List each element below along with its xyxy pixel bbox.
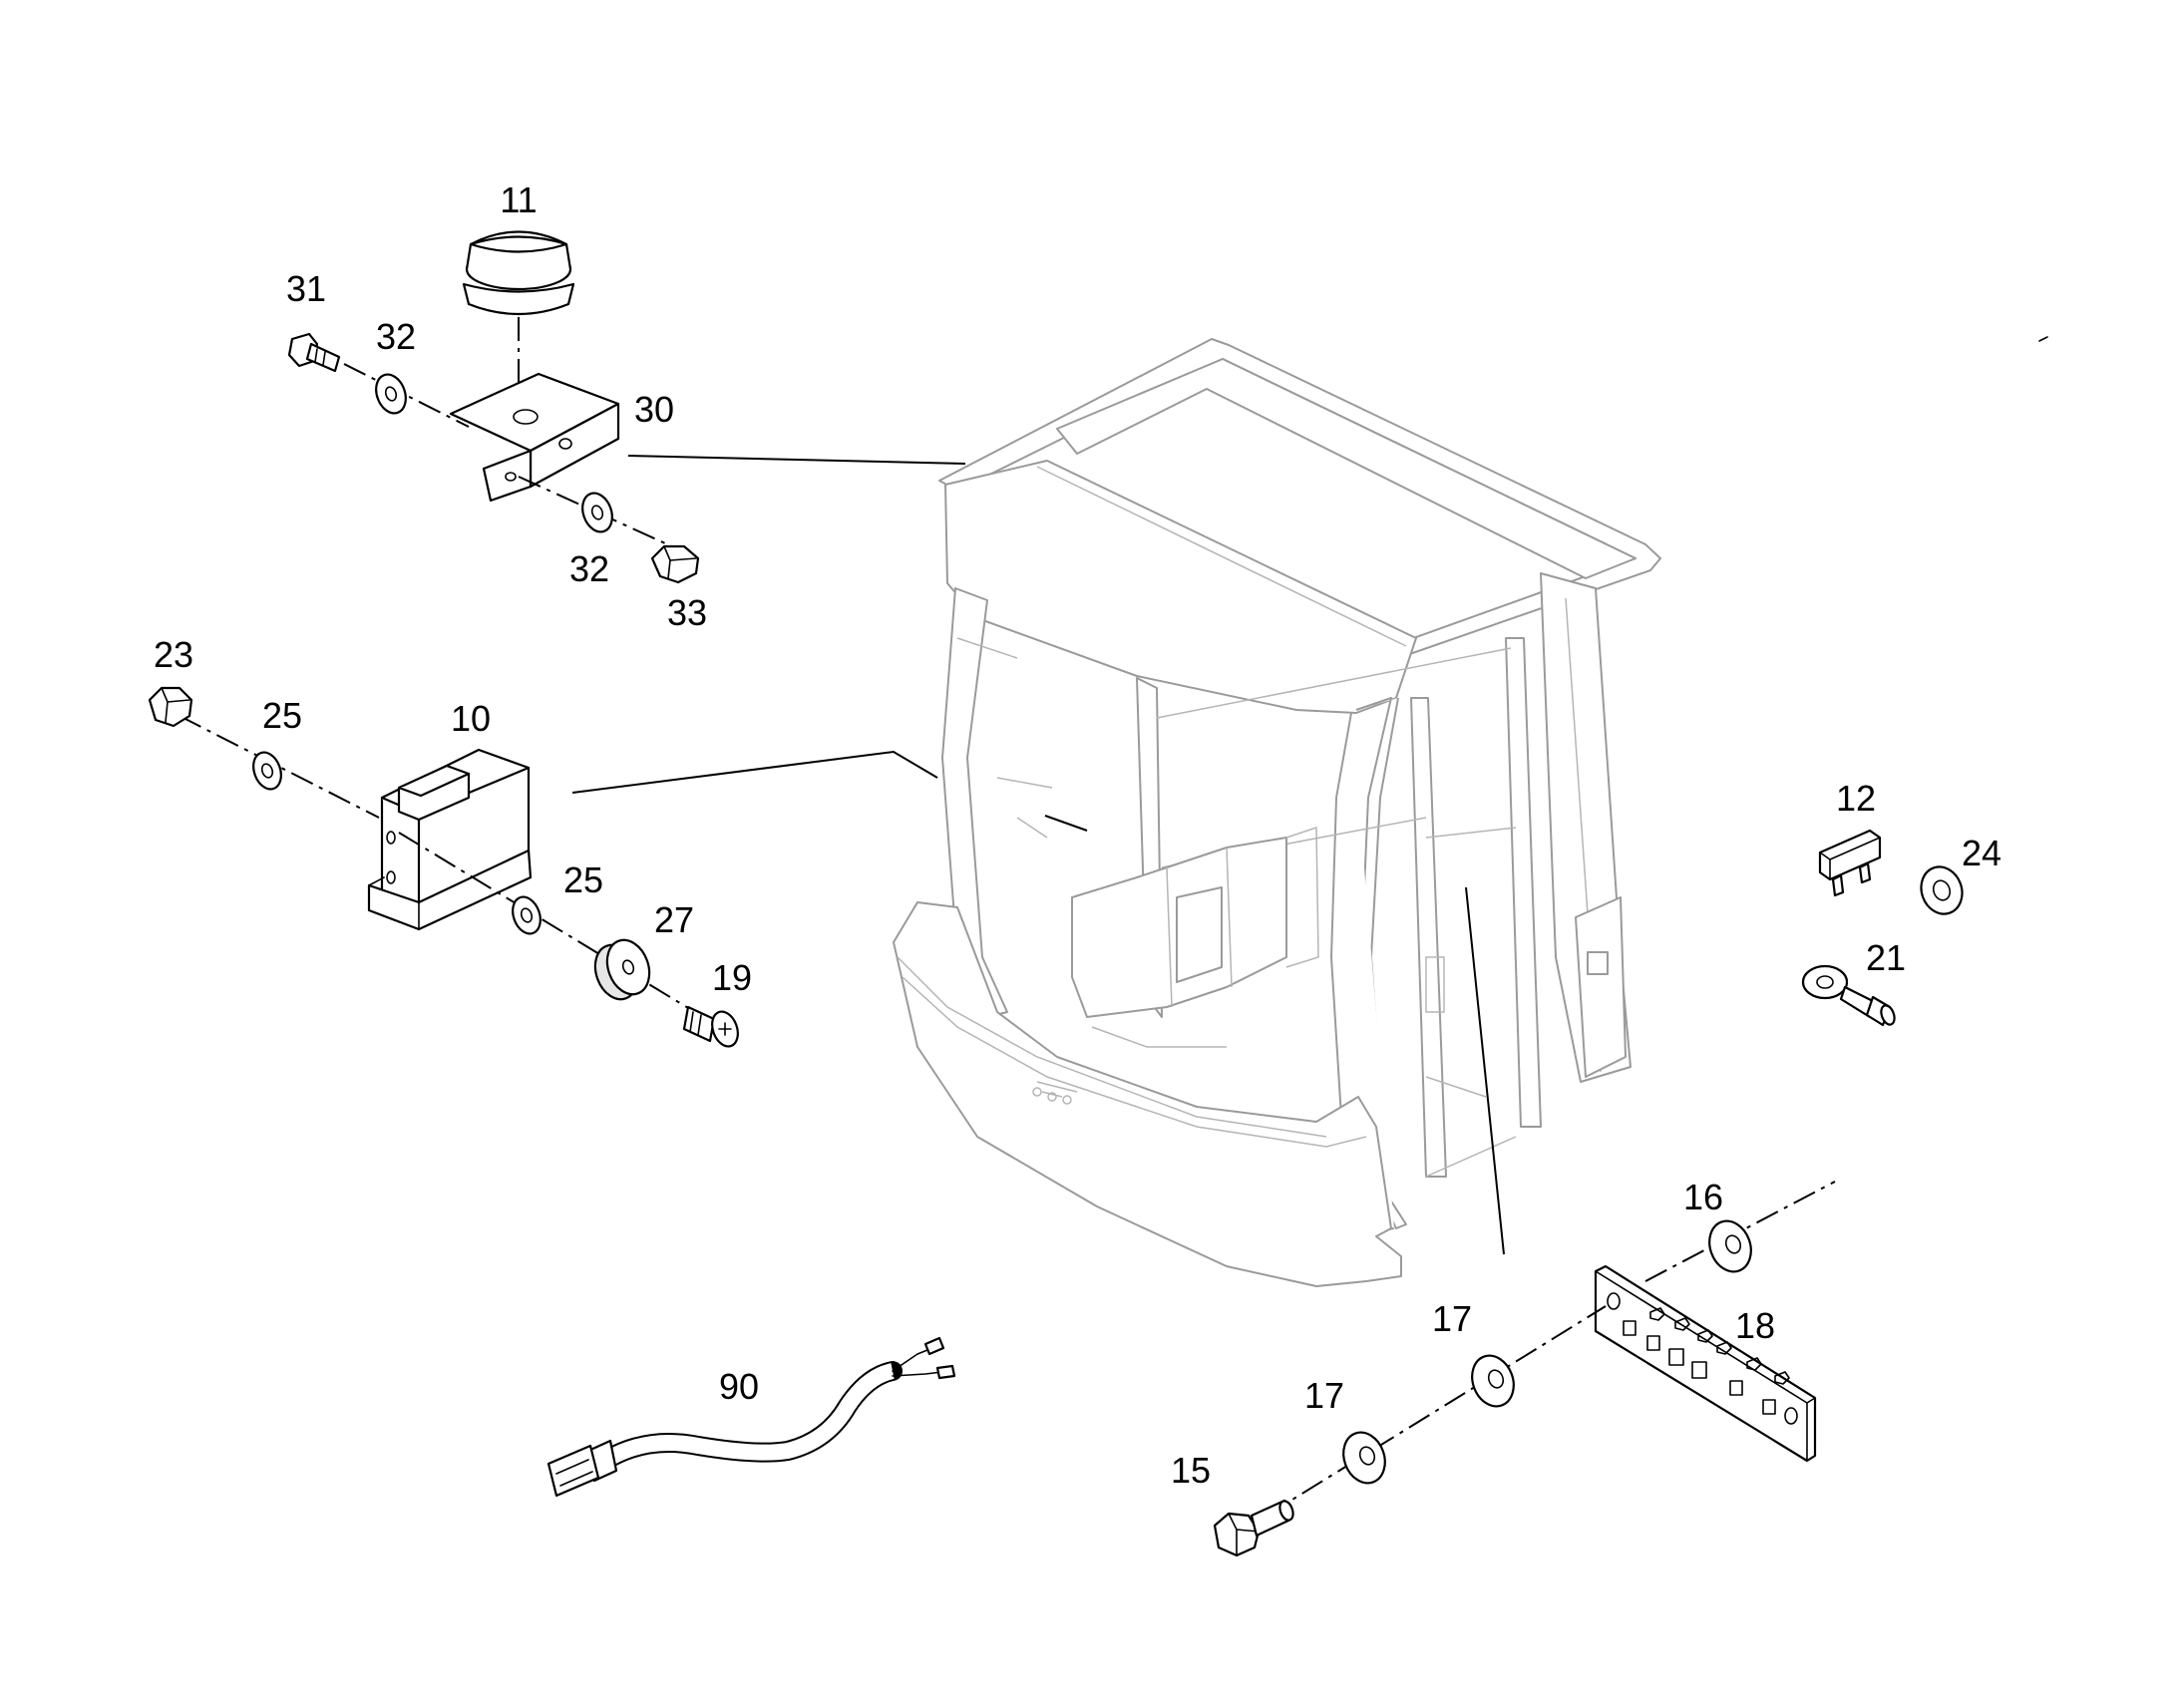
screw-part-19[interactable] bbox=[682, 1005, 742, 1050]
label-17-upper: 17 bbox=[1432, 1298, 1472, 1339]
label-21: 21 bbox=[1866, 937, 1906, 978]
label-30: 30 bbox=[634, 389, 674, 430]
label-18: 18 bbox=[1735, 1305, 1775, 1346]
washer-part-24[interactable] bbox=[1915, 861, 1969, 920]
label-12: 12 bbox=[1836, 778, 1876, 819]
label-90: 90 bbox=[719, 1366, 759, 1407]
relay-plate-part-18[interactable] bbox=[1594, 1264, 1817, 1463]
label-15: 15 bbox=[1171, 1450, 1211, 1491]
label-23: 23 bbox=[154, 634, 193, 675]
control-module-part-10[interactable] bbox=[367, 748, 533, 931]
label-31: 31 bbox=[286, 268, 326, 309]
label-27: 27 bbox=[654, 899, 694, 940]
beacon-light-part-11[interactable] bbox=[462, 230, 575, 408]
part-labels: 11 31 32 30 32 33 23 25 10 25 27 19 12 2… bbox=[154, 179, 2001, 1491]
stray-mark bbox=[2038, 336, 2048, 342]
label-24: 24 bbox=[1962, 833, 2001, 873]
bolt-part-31[interactable] bbox=[287, 332, 341, 373]
washer-part-25-upper[interactable] bbox=[248, 749, 285, 794]
label-32-lower: 32 bbox=[569, 548, 609, 589]
bolt-part-15[interactable] bbox=[1213, 1499, 1295, 1557]
label-17-lower: 17 bbox=[1304, 1375, 1344, 1416]
washer-part-32-lower[interactable] bbox=[577, 489, 617, 535]
label-16: 16 bbox=[1683, 1177, 1723, 1217]
ring-terminal-part-21[interactable] bbox=[1801, 964, 1897, 1027]
label-32-upper: 32 bbox=[376, 316, 416, 357]
label-25-upper: 25 bbox=[262, 695, 302, 736]
label-10: 10 bbox=[451, 698, 491, 739]
wiring-harness-part-90[interactable] bbox=[546, 1336, 956, 1498]
washer-part-17-upper[interactable] bbox=[1465, 1350, 1520, 1413]
label-11: 11 bbox=[500, 179, 537, 220]
label-33: 33 bbox=[667, 592, 707, 633]
washer-part-25-lower[interactable] bbox=[508, 893, 545, 938]
rubber-grommet-part-27[interactable] bbox=[588, 934, 657, 1005]
label-25-lower: 25 bbox=[563, 859, 603, 900]
nut-part-33[interactable] bbox=[650, 544, 700, 584]
fuse-part-12[interactable] bbox=[1818, 829, 1882, 897]
operator-cab bbox=[893, 338, 1661, 1287]
label-19: 19 bbox=[712, 957, 752, 998]
washer-part-16[interactable] bbox=[1702, 1215, 1757, 1278]
leader-lines bbox=[571, 455, 1505, 1255]
nut-part-23[interactable] bbox=[148, 686, 193, 728]
washer-part-32-upper[interactable] bbox=[371, 370, 411, 417]
washer-part-17-lower[interactable] bbox=[1336, 1427, 1391, 1490]
mounting-bracket-part-30[interactable] bbox=[449, 372, 620, 503]
